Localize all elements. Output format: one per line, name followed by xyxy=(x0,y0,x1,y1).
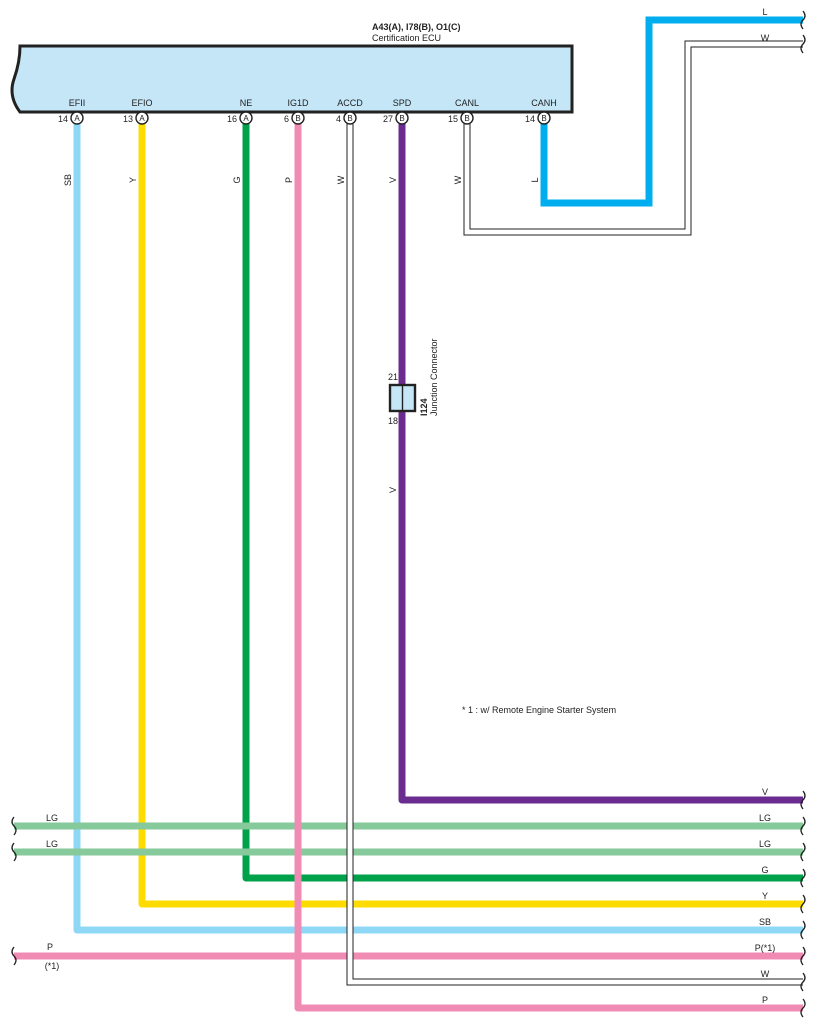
wire-g xyxy=(242,124,803,882)
wire-p-ig1d xyxy=(294,124,803,1012)
wire-label-p: P xyxy=(284,177,294,183)
pin-efii-number: 14 xyxy=(58,114,68,124)
junction-pin-out: 18 xyxy=(388,416,398,426)
right-label-v: V xyxy=(762,787,768,797)
right-label-g: G xyxy=(761,865,768,875)
pin-label-accd: ACCD xyxy=(337,98,363,108)
wire-label-sb: SB xyxy=(63,174,73,186)
left-label-lg2: LG xyxy=(46,839,58,849)
pin-canl-conn: B xyxy=(464,114,469,123)
wire-label-w-accd: W xyxy=(336,175,346,184)
wire-sb xyxy=(73,124,803,934)
pin-ne: A 16 xyxy=(227,111,253,125)
ecu-name: Certification ECU xyxy=(372,33,441,43)
right-label-p: P xyxy=(762,995,768,1005)
pin-accd: B 4 xyxy=(336,111,357,125)
pin-label-canl: CANL xyxy=(455,98,479,108)
footnote: * 1 : w/ Remote Engine Starter System xyxy=(462,705,616,715)
pin-efii-conn: A xyxy=(74,114,80,123)
pin-canh-conn: B xyxy=(541,114,546,123)
left-label-lg1: LG xyxy=(46,813,58,823)
wire-label-v-lower: V xyxy=(388,487,398,493)
right-label-p-star1: P(*1) xyxy=(755,943,776,953)
pin-efio: A 13 xyxy=(123,111,149,125)
right-label-y: Y xyxy=(762,891,768,901)
pin-label-efii: EFII xyxy=(69,98,86,108)
left-label-p: P xyxy=(47,942,53,952)
pin-spd-number: 27 xyxy=(383,114,393,124)
pin-ne-conn: A xyxy=(243,114,249,123)
pin-label-ig1d: IG1D xyxy=(287,98,309,108)
wire-label-v-upper: V xyxy=(388,177,398,183)
wire-w-accd xyxy=(347,124,803,985)
pin-accd-conn: B xyxy=(347,114,352,123)
pin-efio-conn: A xyxy=(139,114,145,123)
pin-ne-number: 16 xyxy=(227,114,237,124)
ecu-box xyxy=(10,44,574,114)
pin-label-ne: NE xyxy=(240,98,253,108)
right-label-lg2: LG xyxy=(759,839,771,849)
pin-ig1d-conn: B xyxy=(295,114,300,123)
junction-name: Junction Connector xyxy=(429,338,439,416)
wire-y xyxy=(138,124,803,908)
pin-label-canh: CANH xyxy=(531,98,557,108)
left-continuation-brackets xyxy=(11,816,17,966)
ecu-connector-ids: A43(A), I78(B), O1(C) xyxy=(372,22,461,32)
pin-ig1d-number: 6 xyxy=(284,114,289,124)
pin-label-spd: SPD xyxy=(393,98,412,108)
wire-v-lower xyxy=(398,410,803,804)
pin-canl: B 15 xyxy=(448,111,474,125)
pin-spd: B 27 xyxy=(383,111,409,125)
pin-canl-number: 15 xyxy=(448,114,458,124)
pin-accd-number: 4 xyxy=(336,114,341,124)
top-wire-label-w: W xyxy=(761,33,770,43)
wire-l-canh xyxy=(540,16,803,207)
junction-connector: 21 18 I124 Junction Connector xyxy=(388,338,439,426)
top-wire-label-l: L xyxy=(762,7,767,17)
wire-label-l-canh: L xyxy=(530,177,540,182)
left-label-p-note: (*1) xyxy=(45,961,60,971)
pin-label-efio: EFIO xyxy=(131,98,152,108)
pin-spd-conn: B xyxy=(399,114,404,123)
junction-pin-in: 21 xyxy=(388,372,398,382)
right-label-w: W xyxy=(761,969,770,979)
wire-label-g: G xyxy=(232,176,242,183)
pin-efii: A 14 xyxy=(58,111,84,125)
wire-w-canl xyxy=(464,41,803,235)
pin-canh: B 14 xyxy=(525,111,551,125)
pin-efio-number: 13 xyxy=(123,114,133,124)
wire-label-w-canl: W xyxy=(453,175,463,184)
pin-ig1d: B 6 xyxy=(284,111,305,125)
wire-label-y: Y xyxy=(128,177,138,183)
right-label-lg1: LG xyxy=(759,813,771,823)
right-label-sb: SB xyxy=(759,917,771,927)
right-continuation-brackets xyxy=(800,10,806,1018)
junction-id: I124 xyxy=(419,398,429,416)
pin-canh-number: 14 xyxy=(525,114,535,124)
